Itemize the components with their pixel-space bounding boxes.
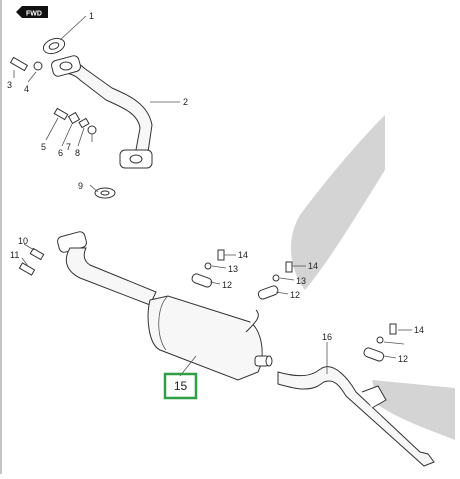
callout-14-b: 14 [308,261,318,271]
forward-direction-badge: FWD [16,6,48,18]
highlight-box [163,372,198,400]
callout-1: 1 [89,11,94,21]
part-pipe-gasket [94,187,116,199]
callout-11: 11 [10,250,19,260]
callout-4: 4 [24,84,29,94]
callout-9: 9 [78,181,83,191]
part-muffler [57,231,273,381]
callout-14-c: 14 [414,325,424,335]
callout-6: 6 [58,148,63,158]
callout-12-c: 12 [398,354,408,364]
part-exhaust-pipe [51,55,153,169]
part-flange-bolt [18,247,45,276]
part-tail-pipe [277,366,435,467]
callout-13-b: 13 [296,276,306,286]
callout-7: 7 [66,142,71,152]
callout-2: 2 [183,97,188,107]
callout-8: 8 [75,148,80,158]
part-nut [33,61,43,71]
callout-14-a: 14 [238,250,248,260]
part-hanger-bracket-a [191,249,225,288]
frame-shadow-upper [290,115,385,290]
callout-12-a: 12 [222,280,232,290]
part-stud-set [53,107,97,135]
callout-3: 3 [7,80,12,90]
part-gasket [42,37,66,55]
leader-lines [13,15,412,377]
callout-5: 5 [41,142,46,152]
part-hanger-bracket-b [257,261,293,300]
callout-15: 15 [174,379,188,393]
callout-16: 16 [322,332,332,342]
part-hanger-bracket-c [363,323,397,362]
callout-12-b: 12 [290,290,300,300]
callout-13-a: 13 [228,264,238,274]
callout-10: 10 [18,236,28,246]
forward-badge-label: FWD [26,11,42,18]
frame-shadow-lower [372,380,455,440]
highlighted-callout: 15 [163,372,198,400]
part-stud-bolt [9,56,29,72]
